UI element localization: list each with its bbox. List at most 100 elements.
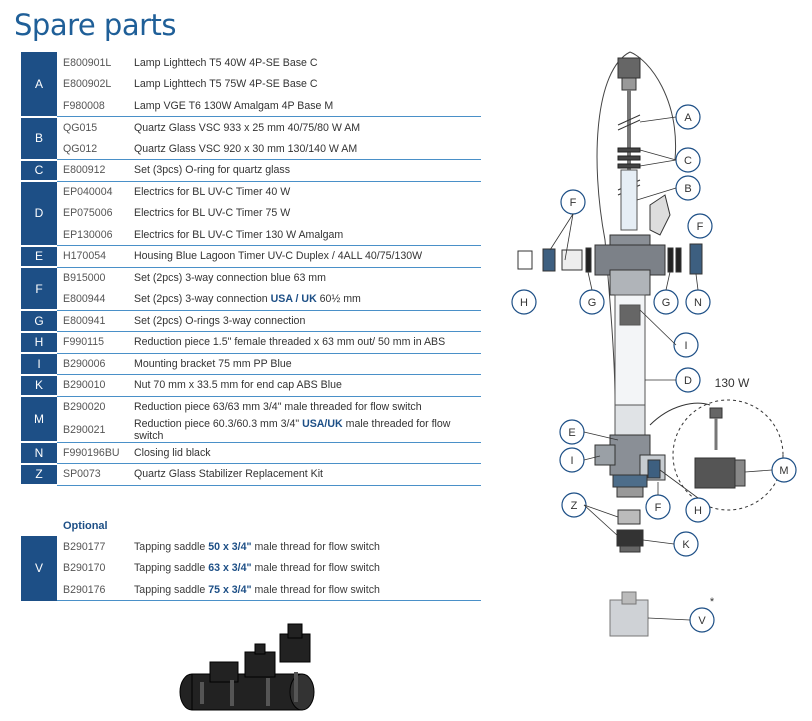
part-key: A: [21, 52, 57, 118]
wrench: [649, 194, 671, 236]
label-h: H: [520, 297, 528, 309]
part-key: E: [21, 245, 57, 268]
part-description: Quartz Glass VSC 933 x 25 mm 40/75/80 W …: [134, 121, 361, 134]
part-code: F980008: [57, 95, 134, 117]
part-description: Quartz Glass Stabilizer Replacement Kit: [134, 463, 481, 486]
label-c: C: [684, 155, 692, 167]
table-row: B QG015 Quartz Glass VSC 933 x 25 mm 40/…: [21, 116, 481, 161]
table-row: M B290020 Reduction piece 63/63 mm 3/4" …: [21, 396, 481, 443]
callout-labels: [511, 104, 797, 633]
part-description: Reduction piece 1.5" female threaded x 6…: [134, 331, 481, 354]
part-code: E800902L: [63, 78, 112, 91]
page-title: Spare parts: [14, 8, 177, 42]
part-code: EP075006: [63, 207, 113, 220]
part-description: Electrics for BL UV-C Timer 40 W: [134, 186, 291, 198]
table-row: QG012 Quartz Glass VSC 920 x 30 mm 130/1…: [21, 138, 481, 160]
part-description: Lamp Lighttech T5 75W 4P-SE Base C: [134, 78, 318, 91]
label-f: F: [570, 197, 577, 209]
part-description: Closing lid black: [134, 442, 481, 464]
part-key: V: [21, 536, 57, 601]
table-row: B290176 Tapping saddle 75 x 3/4" male th…: [21, 579, 481, 601]
table-row: H F990115 Reduction piece 1.5" female th…: [21, 331, 481, 354]
table-row: C E800912 Set (3pcs) O-ring for quartz g…: [21, 159, 481, 182]
part-code: E800941: [57, 310, 134, 332]
part-code: B290176: [57, 579, 134, 601]
region-emphasis: USA/UK: [302, 417, 343, 430]
table-row: I B290006 Mounting bracket 75 mm PP Blue: [21, 353, 481, 376]
part-description: Quartz Glass VSC 920 x 30 mm 130/140 W A…: [134, 138, 481, 160]
table-row: V B290177 Tapping saddle 50 x 3/4" male …: [21, 536, 481, 601]
table-row: F980008 Lamp VGE T6 130W Amalgam 4P Base…: [21, 95, 481, 117]
part-description: Housing Blue Lagoon Timer UV-C Duplex / …: [134, 245, 481, 268]
part-description: Tapping saddle 63 x 3/4" male thread for…: [134, 562, 380, 575]
label-m: M: [779, 465, 788, 477]
part-code: B290170: [63, 562, 106, 575]
quartz-glass: [620, 169, 638, 231]
part-code: B290006: [57, 353, 134, 375]
label-d: D: [684, 375, 692, 387]
tapping-saddle-illustration: [179, 623, 315, 711]
part-code: E800912: [57, 159, 134, 182]
table-row: A E800901L Lamp Lighttech T5 40W 4P-SE B…: [21, 52, 481, 118]
part-description: Electrics for BL UV-C Timer 75 W: [134, 207, 291, 220]
label-n: N: [694, 297, 702, 309]
label-g: G: [588, 297, 597, 309]
part-code: E800901L: [63, 56, 112, 69]
part-code: B915000: [63, 272, 106, 284]
table-row: EP075006 Electrics for BL UV-C Timer 75 …: [21, 203, 481, 225]
part-key: I: [21, 353, 57, 376]
label-i: I: [684, 340, 687, 352]
part-code: B290177: [63, 540, 106, 553]
part-key: H: [21, 331, 57, 354]
label-z: Z: [571, 500, 578, 512]
bottom-nut: [616, 509, 644, 553]
part-description: Mounting bracket 75 mm PP Blue: [134, 353, 481, 375]
label-k: K: [682, 539, 690, 551]
part-code: QG012: [57, 138, 134, 160]
part-key: M: [21, 396, 57, 443]
exploded-diagram: A C B F F H G G N I D E I F H M Z K V * …: [511, 51, 797, 637]
table-row: EP130006 Electrics for BL UV-C Timer 130…: [21, 224, 481, 246]
table-row: E800902L Lamp Lighttech T5 75W 4P-SE Bas…: [21, 74, 481, 96]
amalgam-detail: [694, 407, 746, 489]
tapping-saddle-part: [609, 591, 649, 637]
detail-130w-circle: [672, 399, 784, 511]
housing-bottom: [594, 434, 666, 498]
table-row: Z SP0073 Quartz Glass Stabilizer Replace…: [21, 463, 481, 486]
part-key: B: [21, 116, 57, 161]
label-b: B: [684, 183, 691, 195]
part-key: F: [21, 267, 57, 311]
part-description: Reduction piece 60.3/60.3 mm 3/4" USA/UK…: [134, 417, 481, 443]
label-i: I: [570, 455, 573, 467]
asterisk: *: [710, 596, 715, 608]
part-description: Set (2pcs) 3-way connection blue 63 mm: [134, 272, 326, 284]
part-description: Nut 70 mm x 33.5 mm for end cap ABS Blue: [134, 374, 481, 397]
uv-housing: [614, 294, 646, 436]
part-description: Set (2pcs) O-rings 3-way connection: [134, 310, 481, 332]
label-g: G: [662, 297, 671, 309]
part-code: B290020: [63, 401, 106, 413]
part-description: Set (2pcs) 3-way connection USA / UK 60½…: [134, 288, 481, 311]
part-description: Set (3pcs) O-ring for quartz glass: [134, 159, 481, 182]
part-code: F990115: [57, 331, 134, 354]
part-key: G: [21, 310, 57, 333]
part-code: E800944: [57, 288, 134, 311]
power-cable: [596, 51, 631, 401]
part-description: Tapping saddle 75 x 3/4" male thread for…: [134, 579, 481, 601]
part-description: Reduction piece 63/63 mm 3/4" male threa…: [134, 401, 422, 413]
part-code: EP130006: [57, 224, 134, 246]
label-e: E: [568, 427, 575, 439]
optional-heading: Optional: [63, 520, 108, 532]
part-code: SP0073: [57, 463, 134, 486]
label-f: F: [697, 221, 704, 233]
part-key: N: [21, 442, 57, 465]
part-description: Electrics for BL UV-C Timer 130 W Amalga…: [134, 224, 481, 246]
table-row: N F990196BU Closing lid black: [21, 442, 481, 465]
table-row: G E800941 Set (2pcs) O-rings 3-way conne…: [21, 310, 481, 333]
label-f: F: [655, 502, 662, 514]
table-row: B290170 Tapping saddle 63 x 3/4" male th…: [21, 558, 481, 580]
table-row: K B290010 Nut 70 mm x 33.5 mm for end ca…: [21, 374, 481, 397]
label-a: A: [684, 112, 692, 124]
part-description: Lamp VGE T6 130W Amalgam 4P Base M: [134, 95, 481, 117]
spare-parts-table: A E800901L Lamp Lighttech T5 40W 4P-SE B…: [21, 52, 481, 486]
